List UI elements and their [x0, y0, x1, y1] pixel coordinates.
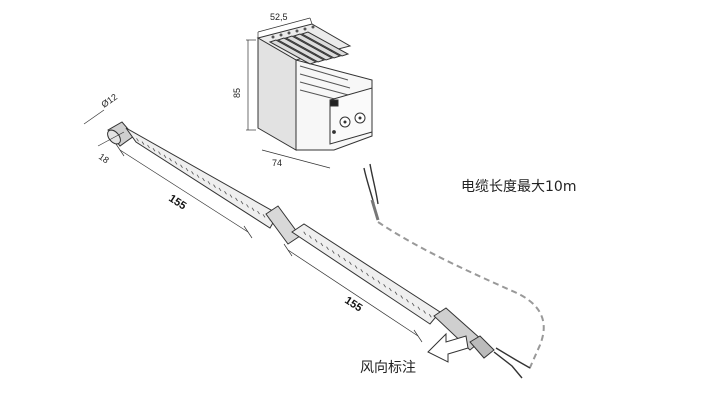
cable-dashed-run: [377, 221, 545, 373]
sensor-segment-1: [125, 127, 279, 229]
cable-length-note: 电缆长度最大10m: [461, 179, 576, 195]
terminal-screws: [271, 25, 315, 39]
tube-tick: [371, 276, 375, 280]
sensor-diameter-label: Ø12: [99, 92, 119, 110]
tube-tick: [314, 239, 318, 243]
controller-cable-tail: [363, 163, 380, 221]
indicator-led: [332, 130, 336, 134]
tube-tick: [394, 291, 398, 295]
sensor-assembly: [107, 121, 495, 359]
tube-tick: [320, 242, 324, 247]
tube-tick: [257, 210, 260, 215]
controller-dimensions: [246, 17, 331, 169]
cable-gland: [469, 335, 495, 359]
wind-direction-note: 风向标注: [360, 360, 416, 376]
tube-tick: [343, 257, 346, 262]
tube-tick: [326, 246, 329, 250]
tube-tick: [400, 295, 404, 299]
tube-tick: [218, 187, 222, 192]
tube-tick: [337, 254, 341, 258]
controller-width-label: 52,5: [270, 12, 288, 22]
tube-tick: [389, 287, 392, 292]
tube-tick: [349, 261, 352, 265]
tube-markings: [136, 138, 432, 318]
sensor-segment-2: [291, 223, 441, 325]
tube-tick: [235, 197, 238, 202]
tube-tick: [152, 148, 156, 152]
tube-tick: [331, 250, 335, 254]
wind-direction-arrow: [427, 332, 469, 363]
brand-logo: [329, 99, 339, 107]
tube-tick: [185, 167, 189, 172]
tube-tick: [224, 191, 227, 195]
controller-depth-label: 74: [272, 158, 282, 168]
tube-tick: [240, 200, 244, 205]
front-ribs: [299, 65, 355, 105]
tube-tick: [180, 164, 183, 168]
tube-tick: [136, 138, 139, 142]
tube-tick: [366, 272, 369, 277]
tube-tick: [423, 310, 426, 314]
tube-tick: [141, 141, 145, 145]
tube-tick: [147, 144, 150, 149]
terminal-blocks: [268, 31, 350, 65]
tube-tick: [196, 174, 200, 178]
tube-tick: [229, 194, 233, 198]
tube-tick: [207, 181, 211, 185]
tube-tick: [383, 284, 386, 288]
tube-tick: [377, 280, 381, 284]
tube-tick: [268, 217, 271, 221]
control-panel: [329, 87, 373, 145]
tube-tick: [354, 265, 358, 269]
controller-unit: [256, 23, 373, 151]
tube-tick: [246, 204, 249, 208]
tube-tick: [303, 231, 307, 235]
tube-tick: [360, 269, 364, 273]
tube-tick: [158, 151, 161, 155]
tube-tick: [262, 214, 266, 218]
tube-tick: [309, 235, 312, 239]
tube-tick: [169, 157, 172, 162]
tube-tick: [251, 207, 255, 211]
segment-2-length-label: 155: [342, 294, 364, 314]
tube-tick: [174, 161, 178, 165]
controller-height-label: 85: [232, 88, 242, 98]
tube-tick: [411, 302, 415, 307]
tube-tick: [417, 306, 421, 310]
sensor-cap-length-label: 18: [97, 151, 111, 165]
tube-tick: [202, 177, 205, 182]
tube-tick: [191, 171, 194, 175]
tube-tick: [428, 314, 432, 318]
sensor-dimensions: [83, 109, 423, 343]
segment-1-length-label: 155: [166, 192, 188, 212]
tube-tick: [213, 184, 216, 188]
tube-tick: [163, 154, 167, 159]
sensor-cable-tail: [493, 347, 531, 379]
tube-tick: [406, 299, 409, 303]
